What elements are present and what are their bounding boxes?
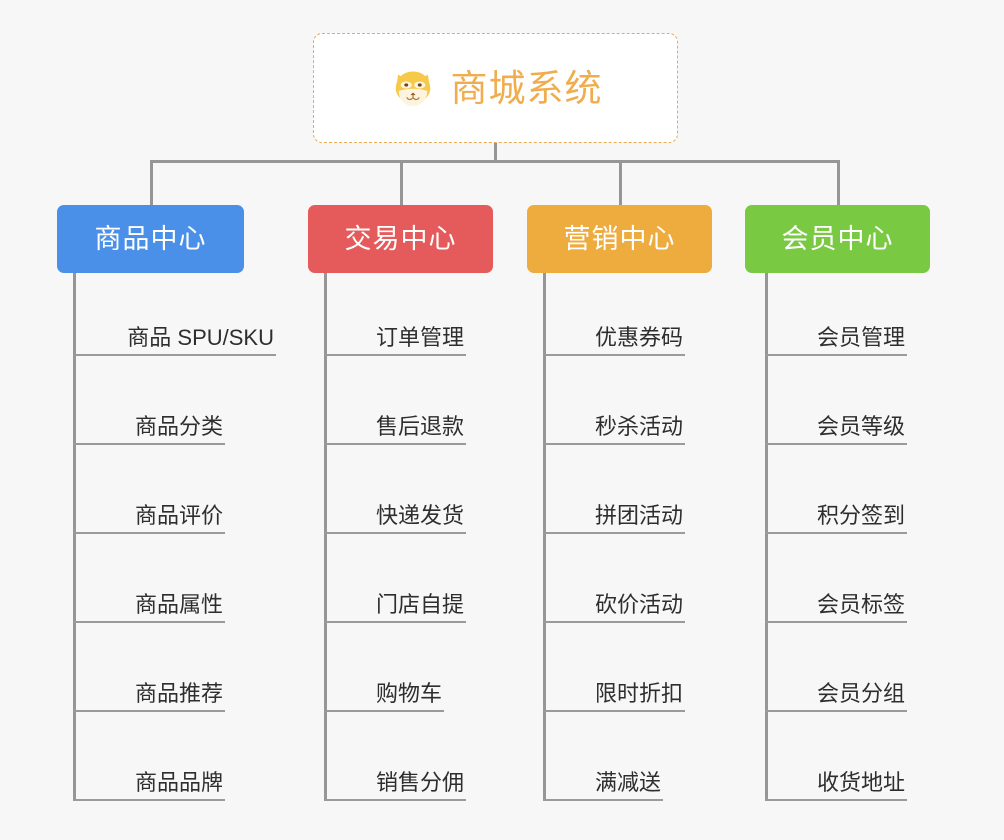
leaf-item[interactable]: 会员管理 [765,310,907,356]
leaf-item[interactable]: 售后退款 [324,399,466,445]
leaf-item[interactable]: 会员标签 [765,577,907,623]
leaf-label: 收货地址 [816,769,905,795]
leaf-label: 秒杀活动 [594,413,683,439]
leaf-label: 砍价活动 [594,591,683,617]
leaf-item[interactable]: 会员分组 [765,666,907,712]
leaf-label: 商品 SPU/SKU [127,324,274,350]
leaf-label: 会员等级 [816,413,905,439]
leaf-item[interactable]: 商品 SPU/SKU [73,310,276,356]
category-box-trade-center[interactable]: 交易中心 [308,205,493,273]
leaf-item[interactable]: 优惠券码 [543,310,685,356]
spine-column-4 [765,273,768,801]
leaf-item[interactable]: 快递发货 [324,488,466,534]
leaf-item[interactable]: 商品品牌 [73,755,225,801]
leaf-label: 商品推荐 [134,680,223,706]
leaf-item[interactable]: 商品属性 [73,577,225,623]
leaf-item[interactable]: 商品推荐 [73,666,225,712]
leaf-item[interactable]: 订单管理 [324,310,466,356]
leaf-label: 商品属性 [134,591,223,617]
leaf-item[interactable]: 商品评价 [73,488,225,534]
leaf-item[interactable]: 购物车 [324,666,444,712]
leaf-item[interactable]: 秒杀活动 [543,399,685,445]
connector-drop-4 [837,160,840,206]
leaf-label: 积分签到 [816,502,905,528]
leaf-label: 会员分组 [816,680,905,706]
leaf-label: 快递发货 [375,502,464,528]
leaf-label: 订单管理 [375,324,464,350]
leaf-label: 会员标签 [816,591,905,617]
root-node-mall-system[interactable]: 商城系统 [313,33,678,143]
root-title: 商城系统 [450,67,603,109]
category-box-marketing-center[interactable]: 营销中心 [527,205,712,273]
shiba-inu-dog-face-icon [389,64,437,112]
leaf-item[interactable]: 限时折扣 [543,666,685,712]
connector-drop-2 [400,160,403,206]
leaf-label: 会员管理 [816,324,905,350]
leaf-item[interactable]: 收货地址 [765,755,907,801]
leaf-label: 优惠券码 [594,324,683,350]
spine-column-2 [324,273,327,801]
connector-drop-3 [619,160,622,206]
connector-root-stem [494,143,497,162]
leaf-item[interactable]: 商品分类 [73,399,225,445]
leaf-item[interactable]: 积分签到 [765,488,907,534]
leaf-label: 门店自提 [375,591,464,617]
leaf-label: 限时折扣 [594,680,683,706]
leaf-item[interactable]: 门店自提 [324,577,466,623]
category-label: 交易中心 [344,223,457,254]
leaf-label: 商品分类 [134,413,223,439]
category-box-product-center[interactable]: 商品中心 [57,205,244,273]
category-label: 营销中心 [563,223,676,254]
leaf-item[interactable]: 销售分佣 [324,755,466,801]
category-label: 会员中心 [781,223,894,254]
connector-horizontal-bus [150,160,840,163]
leaf-label: 满减送 [594,769,661,795]
spine-column-3 [543,273,546,801]
leaf-label: 购物车 [375,680,442,706]
leaf-label: 销售分佣 [375,769,464,795]
category-box-member-center[interactable]: 会员中心 [745,205,930,273]
leaf-label: 商品品牌 [134,769,223,795]
leaf-item[interactable]: 会员等级 [765,399,907,445]
spine-column-1 [73,273,76,801]
connector-drop-1 [150,160,153,206]
category-label: 商品中心 [94,223,207,254]
leaf-item[interactable]: 砍价活动 [543,577,685,623]
leaf-label: 售后退款 [375,413,464,439]
leaf-label: 商品评价 [134,502,223,528]
leaf-item[interactable]: 拼团活动 [543,488,685,534]
leaf-item[interactable]: 满减送 [543,755,663,801]
leaf-label: 拼团活动 [594,502,683,528]
